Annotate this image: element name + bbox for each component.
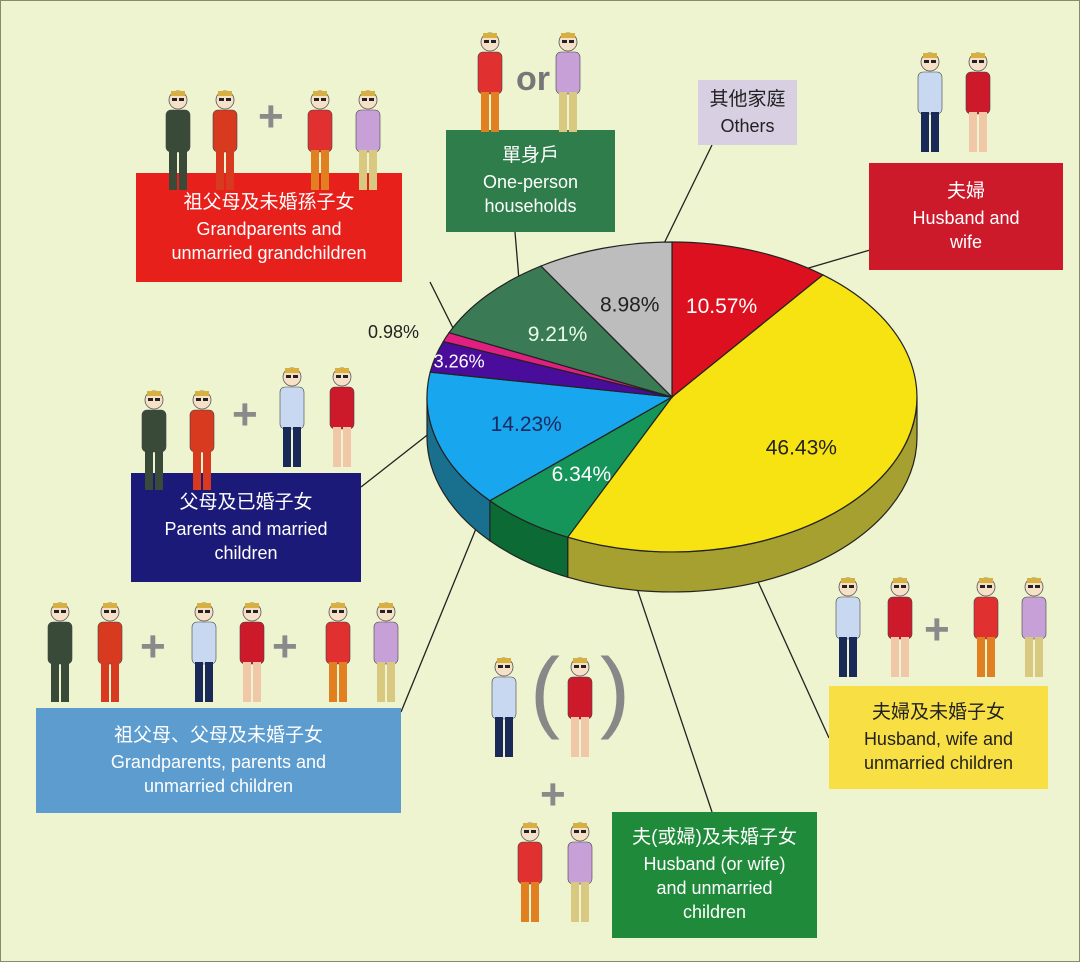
label-en: unmarried children — [863, 752, 1014, 773]
person-figure-icon — [1014, 575, 1054, 686]
data-label-others: 8.98% — [600, 294, 660, 317]
person-figure-icon — [548, 30, 588, 141]
person-figure-icon — [880, 575, 920, 686]
pie-slice-husband_wife — [671, 241, 825, 399]
person-figure-icon — [232, 600, 272, 711]
label-zh: 夫婦及未婚子女 — [871, 701, 1005, 723]
label-en: unmarried grandchildren — [171, 242, 367, 263]
box-husband-wife: 夫婦 Husband and wife — [869, 163, 1063, 270]
label-en: households — [484, 196, 577, 216]
data-label-husband_wife_children: 46.43% — [766, 436, 837, 459]
label-en: and unmarried — [656, 878, 773, 898]
person-figure-icon — [205, 88, 245, 199]
label-en: children — [214, 542, 278, 563]
box-husband-wife-unmarried-children: 夫婦及未婚子女 Husband, wife and unmarried chil… — [829, 686, 1048, 789]
plus-sign: + — [258, 92, 284, 141]
plus-sign: + — [272, 622, 298, 671]
person-figure-icon — [348, 88, 388, 199]
person-figure-icon — [182, 388, 222, 499]
plus-sign: + — [540, 770, 566, 819]
person-figure-icon — [560, 655, 600, 766]
label-en: children — [682, 902, 747, 922]
box-grandparents-unmarried-grandchildren: 祖父母及未婚孫子女 Grandparents and unmarried gra… — [136, 173, 402, 282]
label-zh: 單身戶 — [501, 145, 559, 166]
label-en: unmarried children — [143, 775, 294, 796]
box-parents-married-children: 父母及已婚子女 Parents and married children — [131, 473, 361, 582]
data-label-parents_married: 3.26% — [434, 352, 485, 372]
person-figure-icon — [272, 365, 312, 476]
person-figure-icon — [40, 600, 80, 711]
label-en: Others — [720, 115, 775, 136]
person-figure-icon — [510, 820, 550, 931]
label-zh: 夫婦 — [946, 180, 985, 202]
person-figure-icon — [90, 600, 130, 711]
person-figure-icon — [184, 600, 224, 711]
pie-slice-three_gen — [426, 371, 674, 502]
open-paren: ( — [530, 641, 560, 741]
person-figure-icon — [158, 88, 198, 199]
person-figure-icon — [828, 575, 868, 686]
label-zh: 祖父母及未婚孫子女 — [183, 191, 355, 213]
plus-sign: + — [232, 390, 258, 439]
label-en: Grandparents, parents and — [110, 751, 327, 772]
person-figure-icon — [318, 600, 358, 711]
plus-sign: + — [140, 622, 166, 671]
close-paren: ) — [600, 641, 630, 741]
person-figure-icon — [484, 655, 524, 766]
person-figure-icon — [300, 88, 340, 199]
box-single-parent: 夫(或婦)及未婚子女 Husband (or wife) and unmarri… — [612, 812, 817, 938]
person-figure-icon — [366, 600, 406, 711]
data-label-0.98: 0.98% — [368, 322, 420, 342]
label-en: Husband, wife and — [863, 728, 1014, 749]
pie-slice-husband_wife_children — [566, 274, 918, 553]
data-label-one_person: 9.21% — [528, 323, 588, 346]
person-figure-icon — [966, 575, 1006, 686]
data-label-single_parent: 6.34% — [552, 463, 612, 486]
box-others: 其他家庭 Others — [698, 80, 797, 145]
pie-slice-others — [539, 241, 673, 399]
label-en: One-person — [482, 172, 579, 192]
label-zh: 夫(或婦)及未婚子女 — [632, 827, 797, 848]
label-zh: 其他家庭 — [709, 88, 786, 110]
plus-sign: + — [924, 605, 950, 654]
person-figure-icon — [958, 50, 998, 161]
label-zh: 父母及已婚子女 — [179, 491, 313, 513]
label-en: wife — [949, 231, 982, 252]
person-figure-icon — [470, 30, 510, 141]
label-en: Parents and married — [164, 518, 328, 539]
person-figure-icon — [910, 50, 950, 161]
person-figure-icon — [560, 820, 600, 931]
or-text: or — [516, 60, 550, 98]
label-zh: 祖父母、父母及未婚子女 — [113, 724, 323, 746]
label-en: Husband and — [912, 207, 1020, 228]
label-en: Grandparents and — [196, 218, 342, 239]
label-en: Husband (or wife) — [643, 854, 786, 874]
person-figure-icon — [134, 388, 174, 499]
data-label-three_gen: 14.23% — [491, 413, 562, 436]
box-three-generations: 祖父母、父母及未婚子女 Grandparents, parents and un… — [36, 708, 401, 813]
data-label-husband_wife: 10.57% — [686, 295, 757, 318]
person-figure-icon — [322, 365, 362, 476]
box-one-person: 單身戶 One-person households — [446, 130, 615, 232]
pie-slice-one_person — [448, 265, 673, 398]
